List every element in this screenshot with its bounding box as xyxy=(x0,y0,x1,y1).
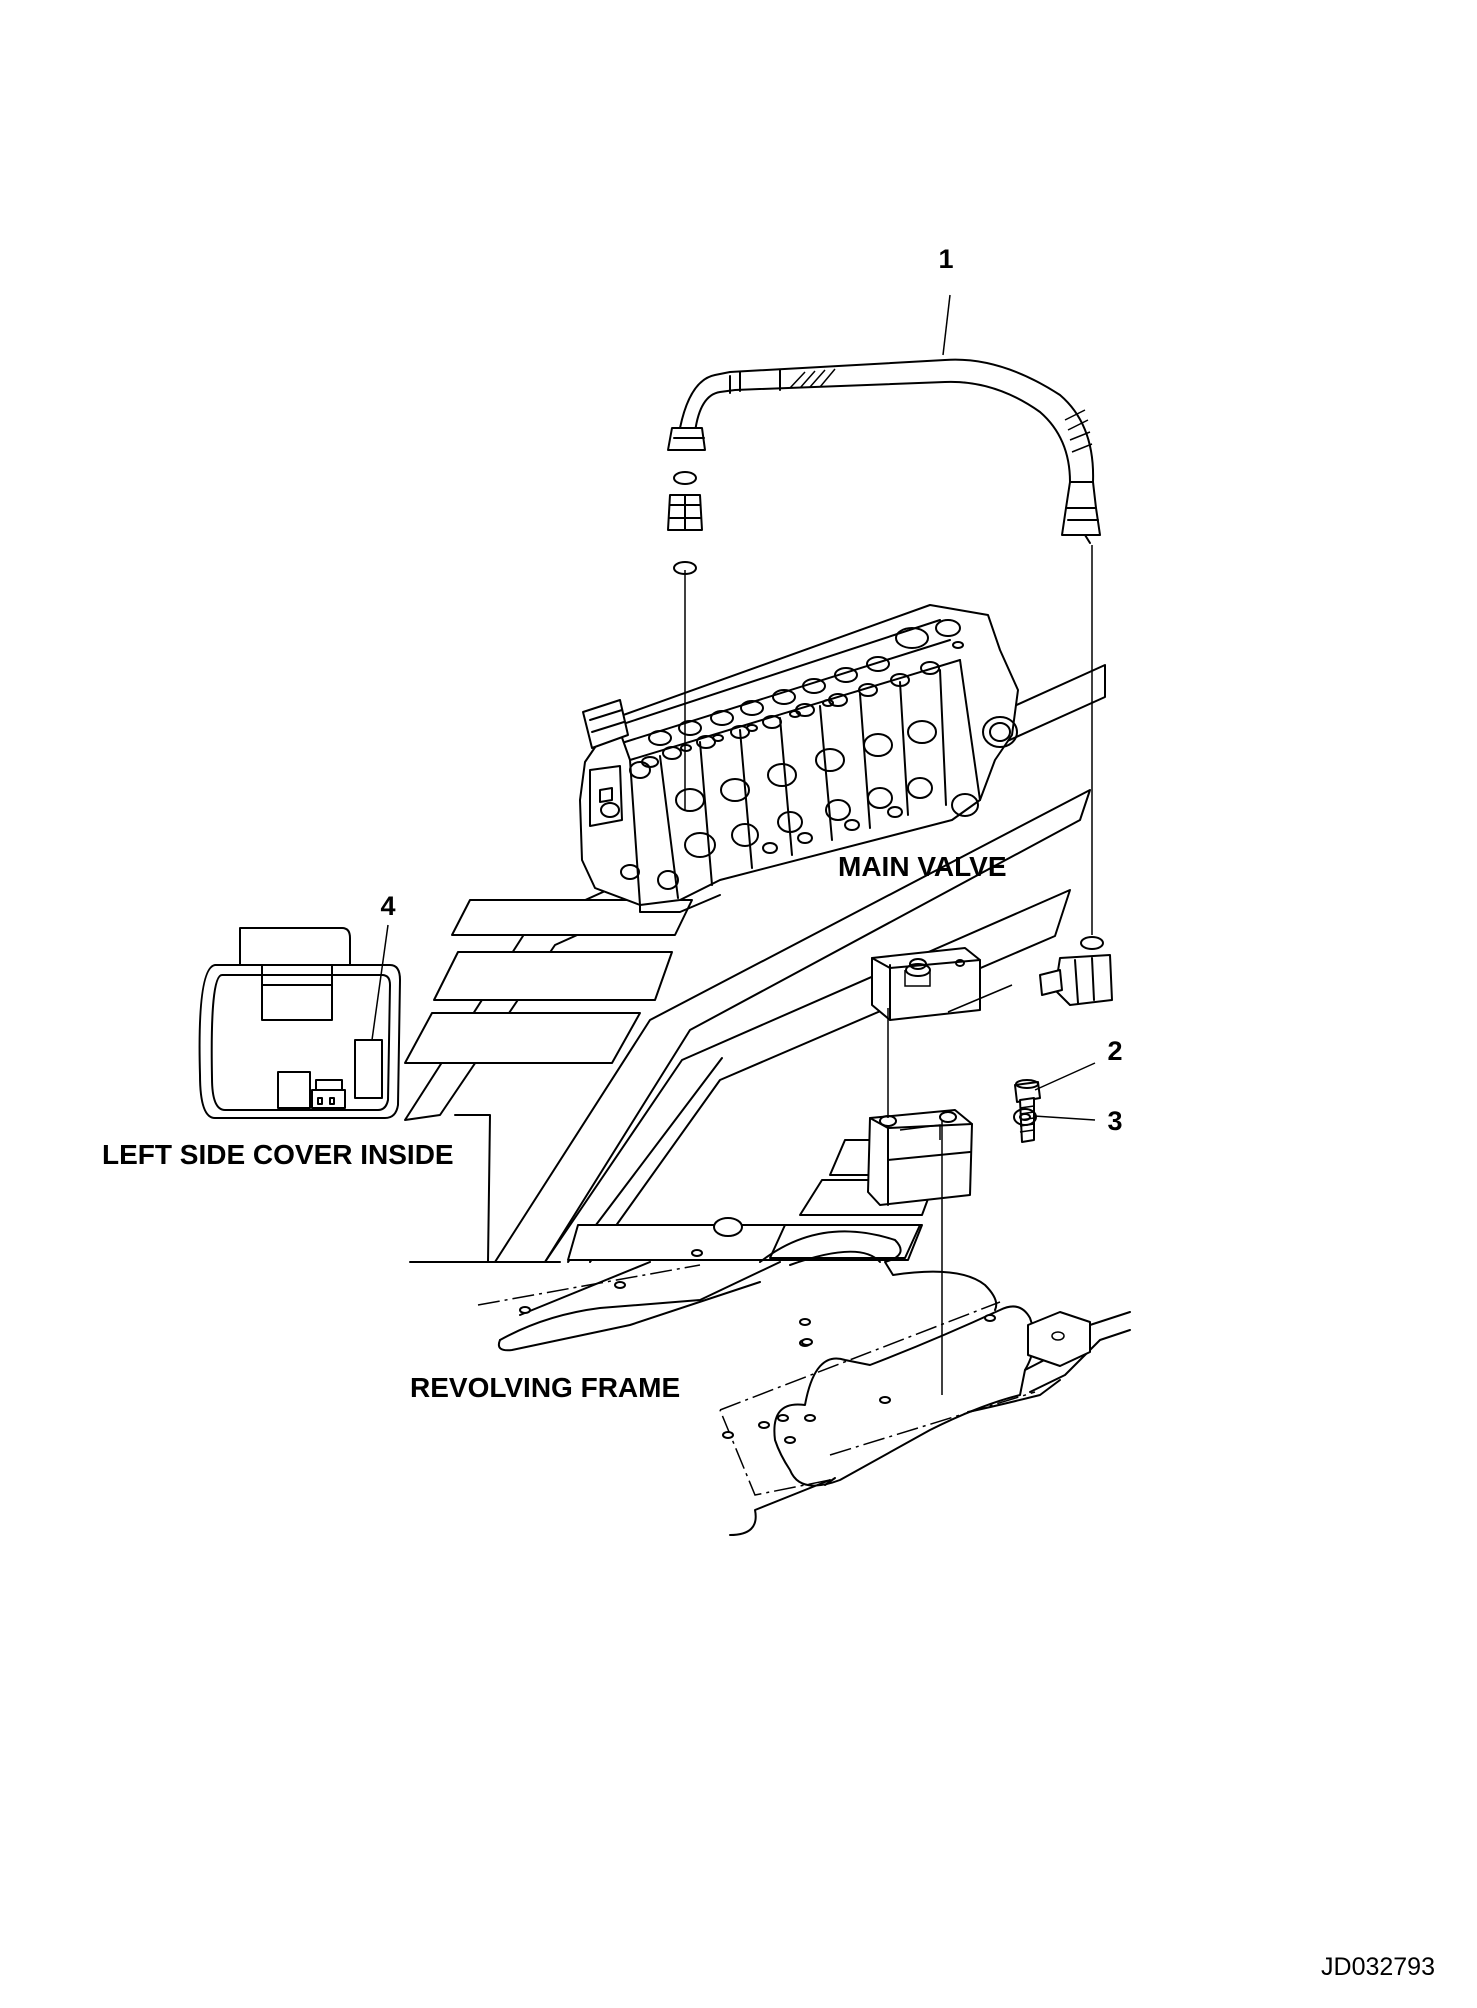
frame-holes xyxy=(519,1249,996,1444)
drawing-code: JD032793 xyxy=(1321,1953,1435,1981)
leader-lines xyxy=(371,294,1096,1395)
callout-1: 1 xyxy=(938,244,953,274)
callout-4: 4 xyxy=(380,891,395,921)
left-side-cover-drawing xyxy=(198,927,401,1119)
main-valve-drawing xyxy=(579,604,1019,913)
callout-2: 2 xyxy=(1107,1036,1122,1066)
hose-part-1 xyxy=(667,358,1101,544)
adapter-fitting-right xyxy=(1039,936,1113,1006)
washer-part-3 xyxy=(1013,1108,1037,1126)
mounting-block-drawing xyxy=(867,947,981,1206)
main-valve-label: MAIN VALVE xyxy=(838,851,1007,882)
revolving-frame-label: REVOLVING FRAME xyxy=(410,1372,680,1403)
adapter-fitting-left xyxy=(667,471,703,575)
left-side-cover-inside-label: LEFT SIDE COVER INSIDE xyxy=(102,1139,454,1170)
callout-3: 3 xyxy=(1107,1106,1122,1136)
